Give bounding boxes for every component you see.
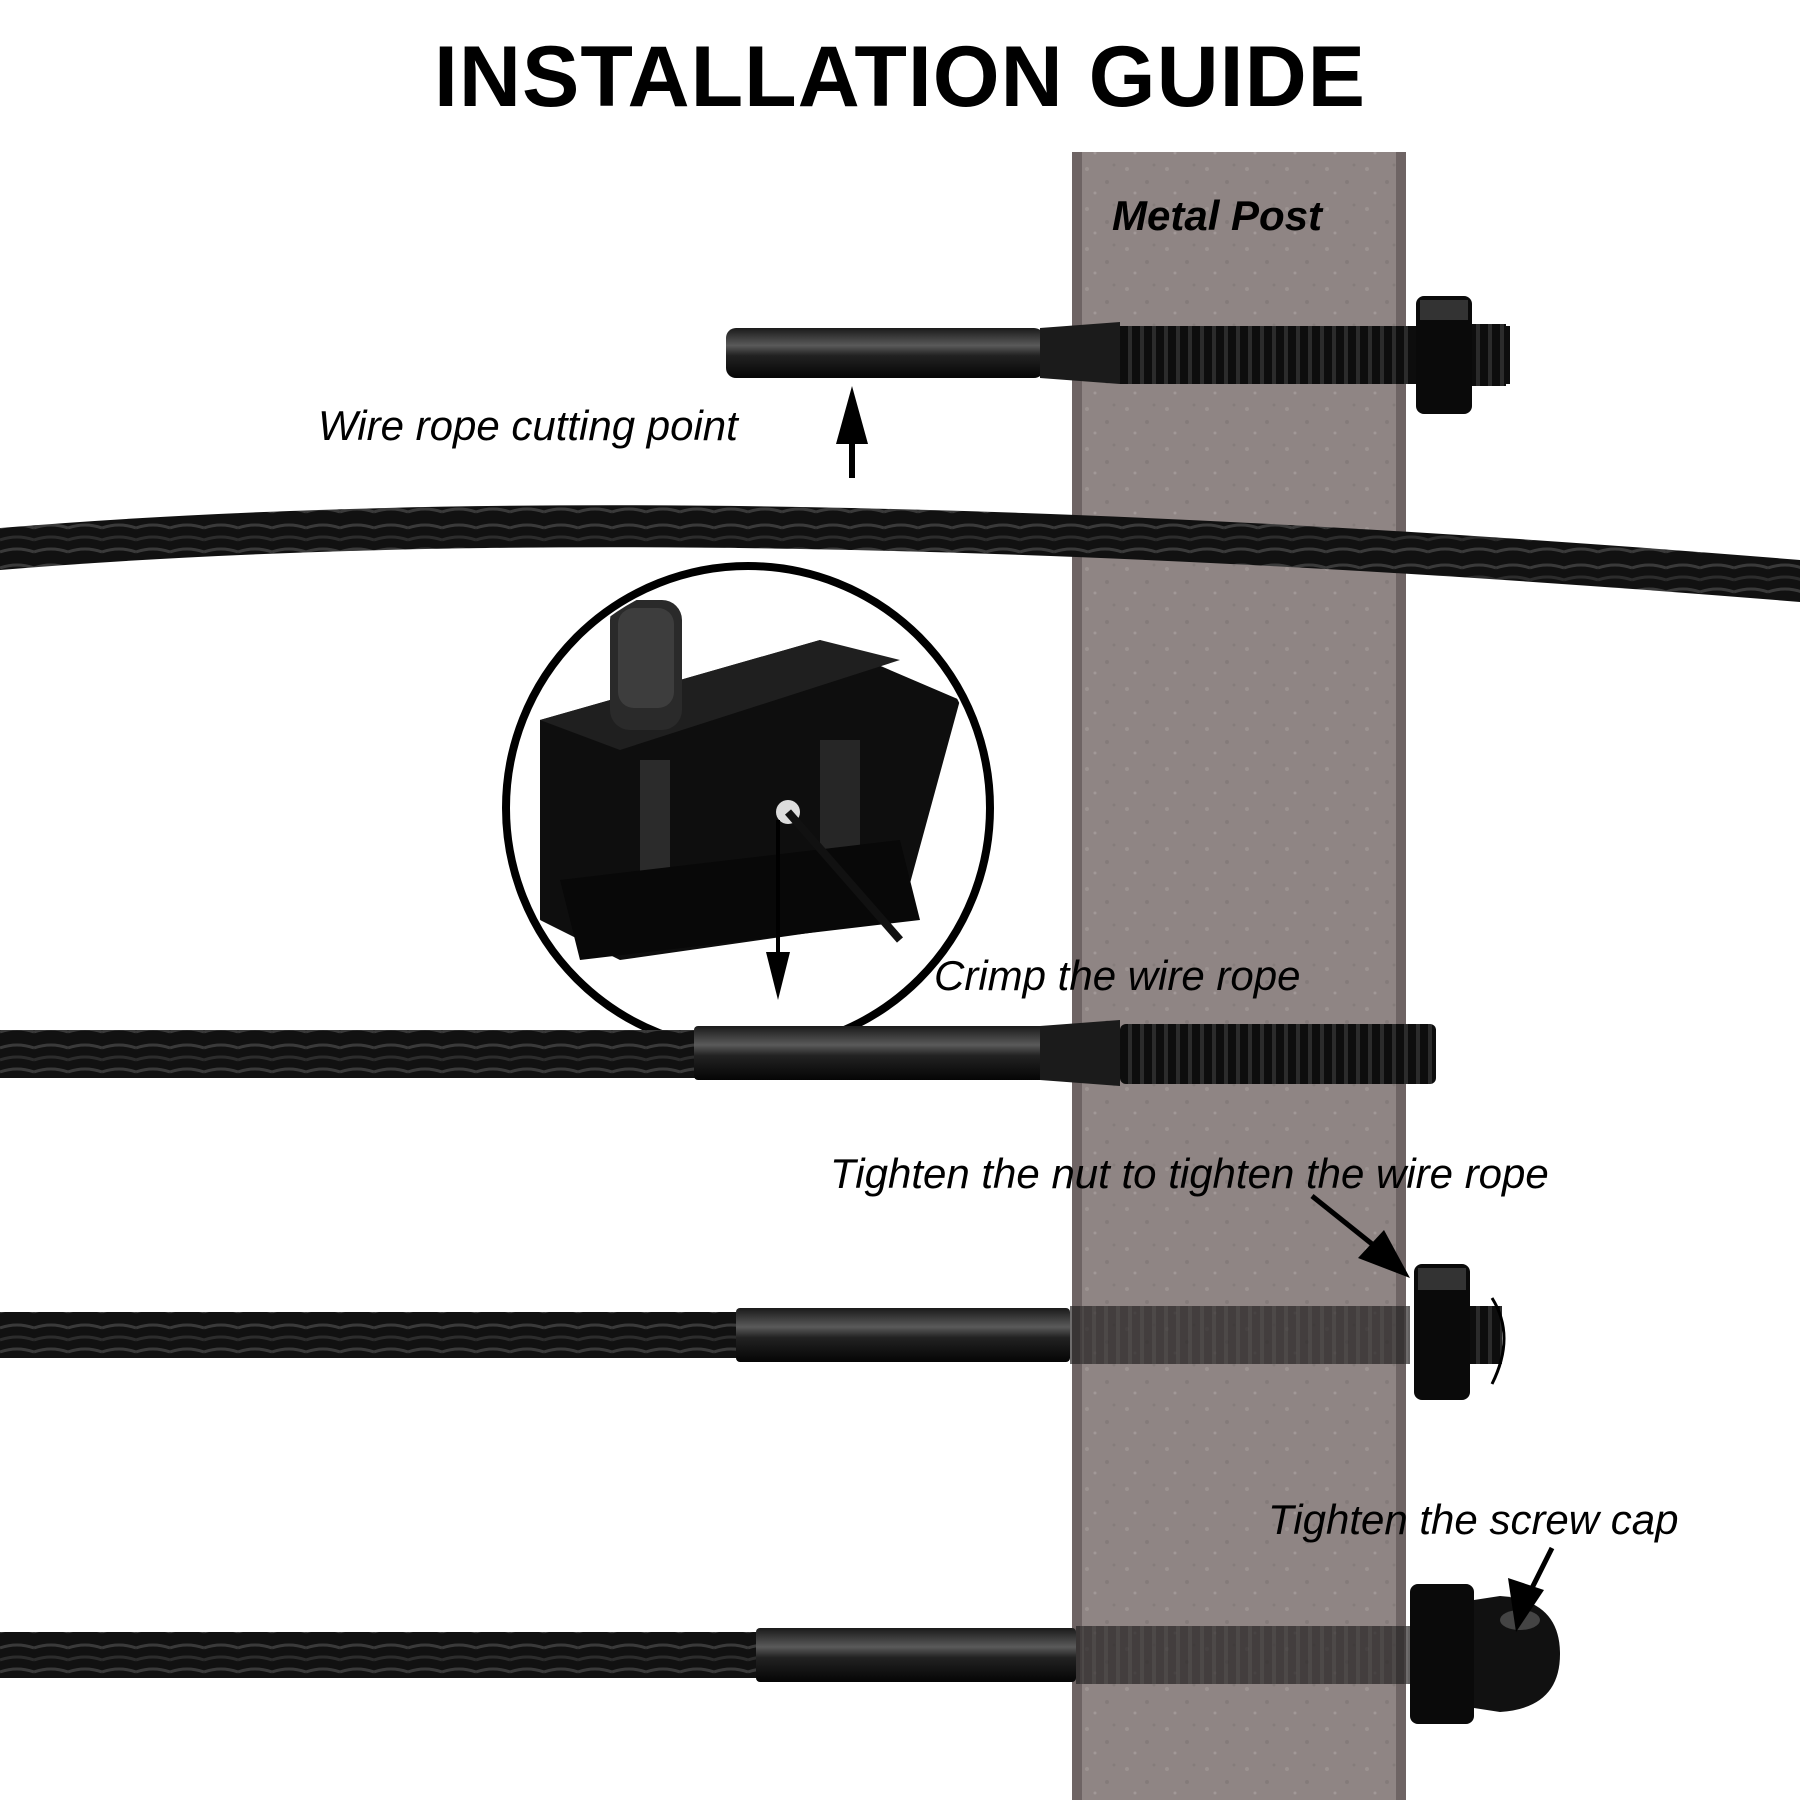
cable-step3	[0, 1312, 740, 1358]
metal-post	[1072, 152, 1406, 1800]
terminal-fitting-step4	[756, 1584, 1560, 1724]
page-title: INSTALLATION GUIDE	[433, 29, 1367, 125]
cable-step4	[0, 1632, 760, 1678]
cable-step1	[0, 505, 1800, 602]
crimp-tool-inset	[502, 562, 994, 1054]
terminal-fitting-step1	[726, 296, 1510, 414]
terminal-fitting-step2	[694, 1020, 1436, 1086]
arrow-cap-icon	[1508, 1546, 1555, 1632]
step4-label: Tighten the screw cap	[1268, 1496, 1679, 1543]
arrow-nut-icon	[1310, 1194, 1410, 1278]
terminal-fitting-step3	[736, 1264, 1506, 1400]
step2-label: Crimp the wire rope	[934, 952, 1301, 999]
step3-label: Tighten the nut to tighten the wire rope	[830, 1150, 1549, 1197]
arrow-up-icon	[836, 386, 868, 478]
step1-label: Wire rope cutting point	[318, 402, 738, 449]
arrow-down-icon	[766, 820, 790, 1000]
cable-step2	[0, 1030, 700, 1078]
metal-post-label: Metal Post	[1112, 192, 1323, 239]
